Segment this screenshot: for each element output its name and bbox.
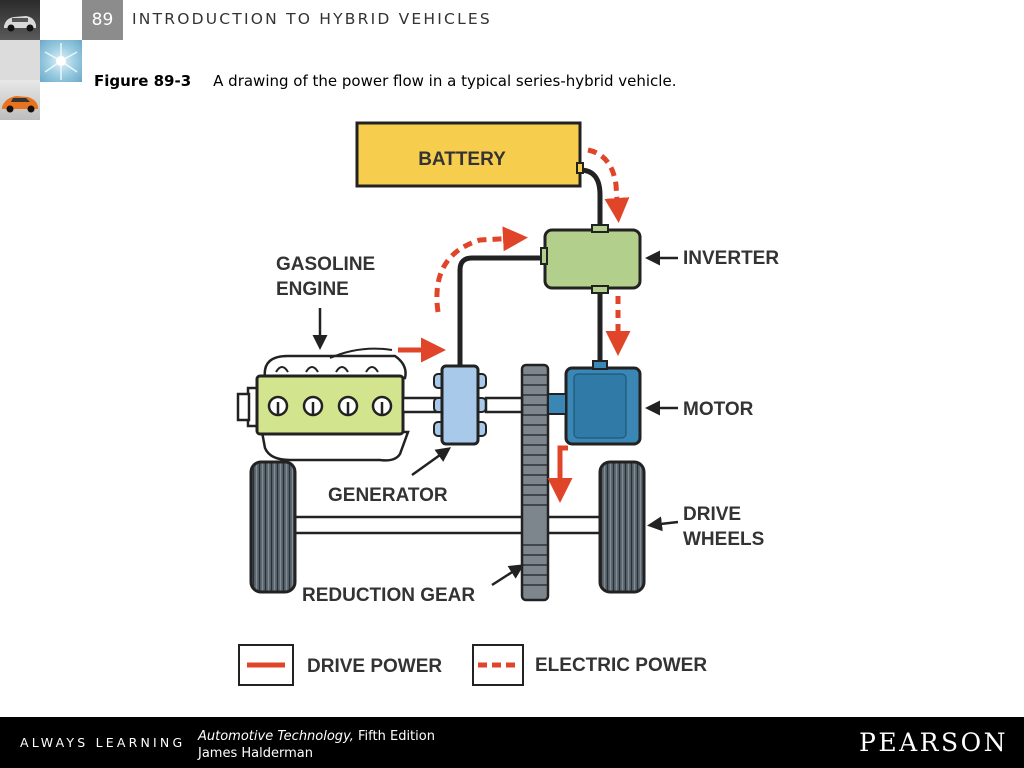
chapter-title: INTRODUCTION TO HYBRID VEHICLES — [132, 10, 492, 28]
book-title: Automotive Technology, — [198, 729, 354, 744]
inverter — [540, 224, 642, 294]
reduction-gear-label: REDUCTION GEAR — [302, 585, 475, 606]
grey-thumbnail — [0, 40, 40, 80]
book-edition: Fifth Edition — [353, 729, 435, 744]
right-wheel — [598, 460, 646, 594]
electric-power-arrow-battery-inverter — [587, 147, 630, 223]
figure-caption: Figure 89-3 A drawing of the power flow i… — [94, 72, 676, 90]
sports-car-thumbnail — [0, 80, 40, 120]
turbine-thumbnail — [40, 40, 82, 82]
generator-label: GENERATOR — [328, 485, 448, 506]
wheels-label-line2: WHEELS — [683, 529, 764, 550]
engine-label-line2: ENGINE — [276, 279, 349, 300]
publisher-logo: PEARSON — [859, 728, 1008, 757]
tagline: ALWAYS LEARNING — [20, 735, 186, 750]
caption-text: A drawing of the power flow in a typical… — [213, 72, 677, 90]
legend-drive-power: DRIVE POWER — [307, 656, 442, 677]
legend: DRIVE POWER ELECTRIC POWER — [238, 644, 707, 686]
motor-label: MOTOR — [683, 399, 754, 420]
figure-label: Figure 89-3 — [94, 72, 192, 90]
chapter-number: 89 — [82, 0, 123, 40]
book-info: Automotive Technology, Fifth Edition Jam… — [198, 728, 435, 762]
generator-shaft — [484, 396, 524, 414]
slide-footer: ALWAYS LEARNING Automotive Technology, F… — [0, 717, 1024, 768]
gasoline-engine — [236, 347, 410, 462]
battery: BATTERY — [355, 121, 584, 188]
electric-motor — [547, 360, 642, 446]
electric-power-arrow-generator-inverter — [434, 226, 528, 313]
reduction-gear — [520, 363, 550, 602]
battery-label: BATTERY — [418, 149, 506, 170]
slide-header: 89 INTRODUCTION TO HYBRID VEHICLES — [0, 0, 1024, 120]
drive-power-arrow-gear-wheels — [547, 445, 573, 503]
pointer-arrows — [312, 250, 679, 587]
wheels-label-line1: DRIVE — [683, 504, 741, 525]
car-thumbnail — [0, 0, 40, 40]
power-flow-arrows — [398, 147, 631, 503]
power-flow-diagram: BATTERY — [236, 121, 779, 686]
drive-axle — [288, 515, 610, 535]
book-author: James Halderman — [198, 746, 313, 761]
left-wheel — [249, 460, 297, 594]
legend-electric-power: ELECTRIC POWER — [535, 655, 707, 676]
engine-label-line1: GASOLINE — [276, 254, 375, 275]
generator — [433, 364, 487, 446]
inverter-label: INVERTER — [683, 248, 779, 269]
